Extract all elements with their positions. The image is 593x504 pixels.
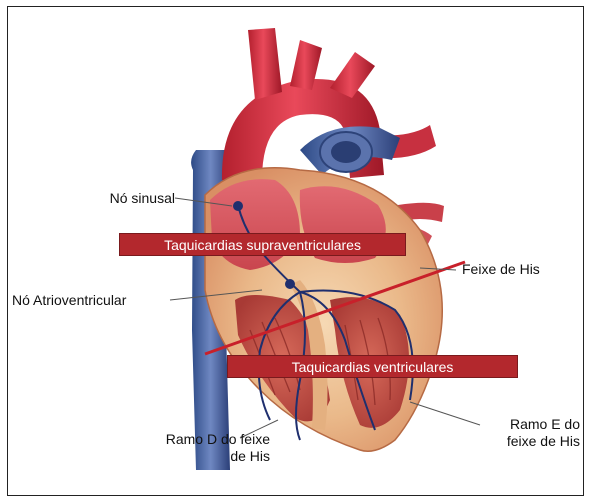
- left-branch-label-line1: Ramo E do: [470, 416, 580, 433]
- his-bundle-label: Feixe de His: [462, 261, 540, 278]
- left-branch-label: Ramo E do feixe de His: [470, 416, 580, 450]
- av-node-label: Nó Atrioventricular: [12, 292, 126, 309]
- right-branch-label-line1: Ramo D do feixe: [120, 431, 270, 448]
- supraventricular-band: Taquicardias supraventriculares: [119, 233, 406, 256]
- right-branch-label: Ramo D do feixe de His: [120, 431, 270, 465]
- ventricular-band: Taquicardias ventriculares: [227, 355, 518, 378]
- left-branch-label-line2: feixe de His: [470, 433, 580, 450]
- sinus-node-label: Nó sinusal: [60, 190, 175, 207]
- right-branch-label-line2: de His: [120, 448, 270, 465]
